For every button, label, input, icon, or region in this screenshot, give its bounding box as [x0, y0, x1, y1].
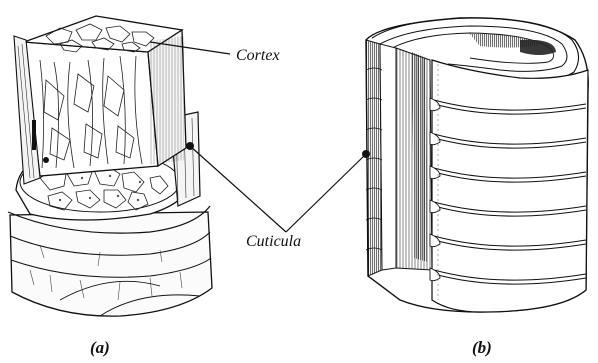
- panel-a-label: (a): [90, 338, 110, 357]
- cuticula-leader-line-b: [286, 154, 366, 232]
- cortex-label: Cortex: [236, 47, 280, 64]
- panel-b-cuticle-scroll-drawing: [362, 18, 588, 312]
- panel-b-label: (b): [472, 338, 492, 357]
- cuticula-label: Cuticula: [246, 233, 301, 250]
- panel-a-hair-fiber-drawing: [8, 16, 212, 316]
